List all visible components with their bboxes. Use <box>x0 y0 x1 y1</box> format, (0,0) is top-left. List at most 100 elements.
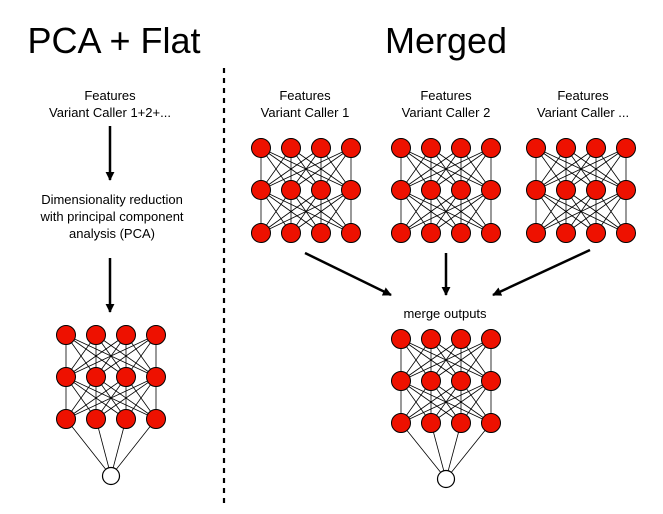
neuron-node <box>526 223 546 243</box>
caller1-name-label: Variant Caller 1 <box>261 105 350 120</box>
caller1-features-label: Features <box>279 88 331 103</box>
neuron-node <box>421 371 441 391</box>
neuron-node <box>311 138 331 158</box>
caller2-name-label: Variant Caller 2 <box>402 105 491 120</box>
neuron-node <box>251 138 271 158</box>
neuron-node <box>146 325 166 345</box>
neuron-node <box>421 413 441 433</box>
neuron-node <box>586 223 606 243</box>
neuron-node <box>86 409 106 429</box>
pca-label-line2: with principal component <box>39 209 183 224</box>
neuron-node <box>86 325 106 345</box>
neuron-node <box>481 180 501 200</box>
pca-label-line3: analysis (PCA) <box>69 226 155 241</box>
neural-networks <box>56 138 636 489</box>
neuron-node <box>556 223 576 243</box>
neuron-node <box>251 223 271 243</box>
neuron-node <box>556 138 576 158</box>
network-caller-1 <box>251 138 361 243</box>
edge <box>65 376 157 420</box>
edge <box>400 422 447 480</box>
neuron-node <box>421 329 441 349</box>
neuron-node <box>86 367 106 387</box>
neuron-node <box>146 409 166 429</box>
left-features-caller-label: Variant Caller 1+2+... <box>49 105 171 120</box>
neuron-node <box>341 223 361 243</box>
neuron-node <box>251 180 271 200</box>
edge <box>430 338 492 382</box>
edge <box>290 189 352 234</box>
neuron-node <box>311 180 331 200</box>
edge <box>400 380 492 424</box>
neuron-node <box>451 138 471 158</box>
edge <box>290 147 352 191</box>
neuron-node <box>116 325 136 345</box>
neuron-node <box>451 223 471 243</box>
edge <box>65 418 112 477</box>
edge <box>65 376 127 420</box>
neuron-node <box>616 180 636 200</box>
edge <box>445 422 492 480</box>
neuron-node <box>451 413 471 433</box>
network-merged-edges <box>400 338 492 480</box>
neuron-node <box>391 413 411 433</box>
edge <box>65 334 157 378</box>
neuron-node <box>586 138 606 158</box>
neuron-node <box>451 180 471 200</box>
network-pca-flat-edges <box>65 334 157 477</box>
network-caller-2 <box>391 138 501 243</box>
edge <box>260 189 322 234</box>
edge <box>535 189 627 234</box>
neuron-node <box>616 223 636 243</box>
edge <box>430 380 492 424</box>
neuron-node <box>391 180 411 200</box>
edge <box>110 418 157 477</box>
edge <box>95 334 157 378</box>
neuron-node <box>421 180 441 200</box>
edge <box>260 147 352 191</box>
edge <box>400 189 462 234</box>
neuron-node <box>526 180 546 200</box>
neuron-node <box>391 371 411 391</box>
neuron-node <box>526 138 546 158</box>
network-caller-3 <box>526 138 636 243</box>
merge-outputs-label: merge outputs <box>403 306 487 321</box>
neuron-node <box>311 223 331 243</box>
edge <box>260 147 322 191</box>
pca-label-line1: Dimensionality reduction <box>41 192 183 207</box>
edge <box>400 189 492 234</box>
edge <box>400 147 462 191</box>
output-node <box>101 466 121 486</box>
output-node <box>436 469 456 489</box>
arrow-caller1-to-merge <box>304 251 392 297</box>
edge <box>260 189 352 234</box>
neuron-node <box>451 371 471 391</box>
neuron-node <box>281 180 301 200</box>
title-pca-flat: PCA + Flat <box>27 20 200 61</box>
neuron-node <box>56 367 76 387</box>
network-merged <box>391 329 501 489</box>
neuron-node <box>481 371 501 391</box>
neuron-node <box>116 367 136 387</box>
edge <box>535 147 627 191</box>
edge <box>65 334 127 378</box>
network-caller-2-edges <box>400 147 492 234</box>
arrow-caller3-to-merge <box>492 248 591 297</box>
neuron-node <box>391 138 411 158</box>
neuron-node <box>481 138 501 158</box>
edge <box>430 147 492 191</box>
edge <box>95 376 157 420</box>
neuron-node <box>281 138 301 158</box>
neuron-node <box>451 329 471 349</box>
neuron-node <box>481 223 501 243</box>
neuron-node <box>481 413 501 433</box>
neuron-node <box>391 329 411 349</box>
neuron-node <box>341 180 361 200</box>
neuron-node <box>281 223 301 243</box>
neuron-node <box>116 409 136 429</box>
title-merged: Merged <box>385 20 507 61</box>
edge <box>430 189 492 234</box>
caller2-features-label: Features <box>420 88 472 103</box>
neuron-node <box>146 367 166 387</box>
edge <box>535 147 597 191</box>
